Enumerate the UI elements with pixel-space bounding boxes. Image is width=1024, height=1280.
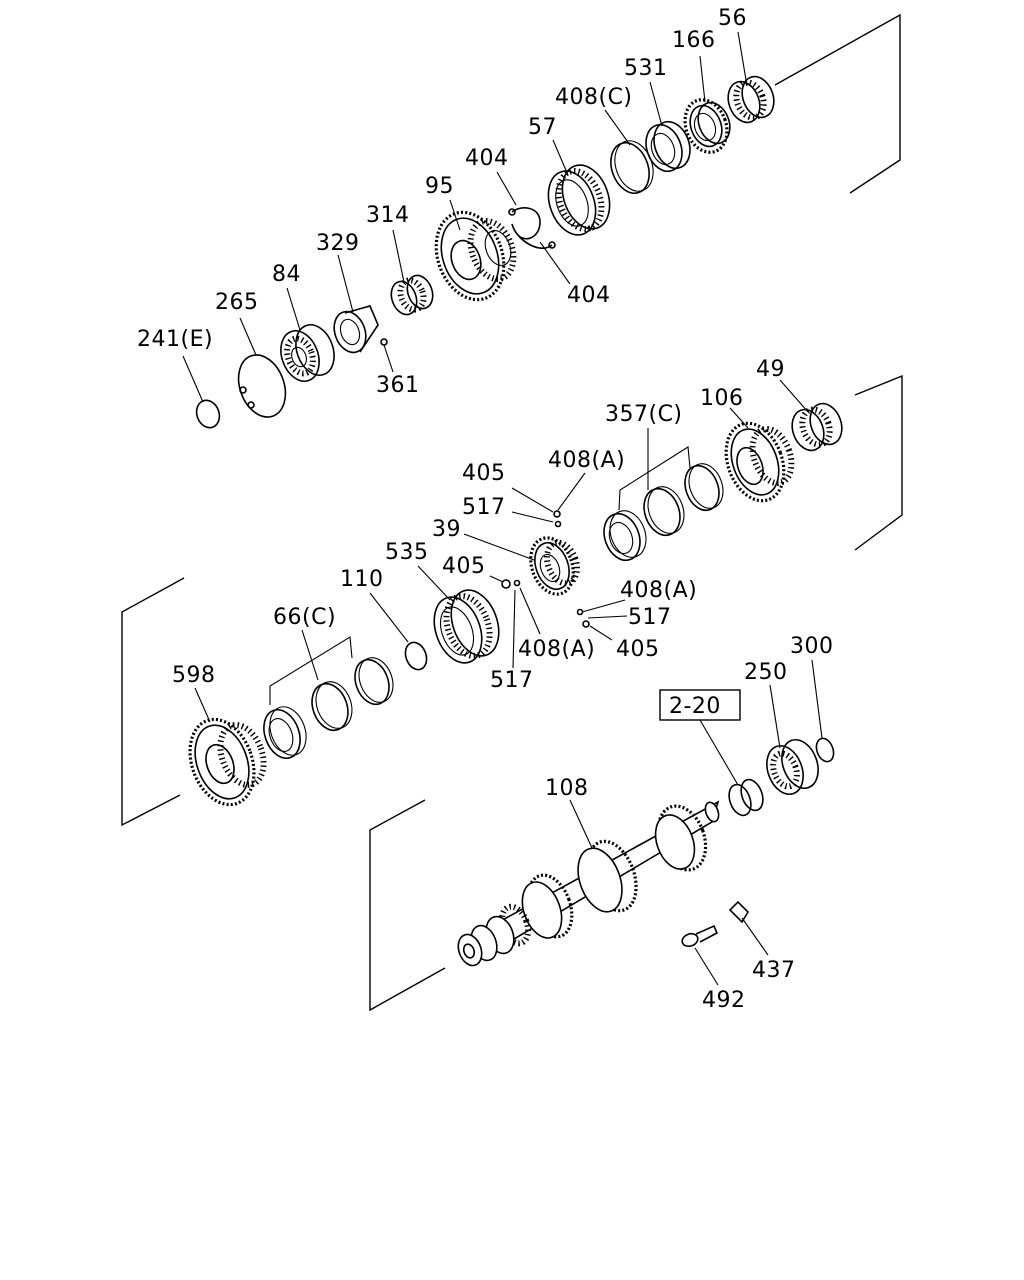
label-106: 106 [700,386,744,411]
label-265: 265 [215,290,259,315]
part-361-ball[interactable] [380,338,388,346]
group-frames [121,13,903,1012]
part-300-snap-ring[interactable] [813,736,836,764]
part-39-synchro-hub[interactable] [523,532,582,600]
part-57-synchro-sleeve[interactable] [540,158,618,241]
part-56-needle-bearing[interactable] [723,72,780,127]
label-95: 95 [425,174,454,199]
label-110: 110 [340,567,384,592]
label-361: 361 [376,373,420,398]
part-357c-synchro-rings[interactable] [598,446,729,565]
label-404-top: 404 [465,146,509,171]
label-437: 437 [752,958,796,983]
label-357c: 357(C) [605,402,683,427]
part-492-bolt[interactable] [680,924,719,948]
label-84: 84 [272,262,301,287]
label-49: 49 [756,357,785,382]
part-535-synchro-sleeve[interactable] [426,584,508,670]
part-437-lock-plate[interactable] [728,900,750,924]
label-166: 166 [672,28,716,53]
part-265-snap-ring[interactable] [230,348,293,423]
label-405-right: 405 [616,637,660,662]
label-517-right: 517 [628,605,672,630]
part-108-countershaft[interactable] [454,799,721,968]
part-labels: 56 166 531 408(C) 57 404 95 314 404 329 … [137,6,834,1013]
label-517-top: 517 [462,495,506,520]
label-408c: 408(C) [555,85,633,110]
part-408c-ring[interactable] [604,135,660,198]
part-329-collar[interactable] [329,305,379,357]
part-84-ball-bearing[interactable] [274,319,341,386]
label-329: 329 [316,231,360,256]
label-57: 57 [528,115,557,140]
label-300: 300 [790,634,834,659]
part-250-roller-bearing[interactable] [760,735,824,800]
part-95-gear[interactable] [425,203,522,309]
part-106-gear[interactable] [716,415,799,509]
label-39: 39 [432,517,461,542]
part-166-synchro-hub[interactable] [678,94,735,158]
label-598: 598 [172,663,216,688]
label-108: 108 [545,776,589,801]
reference-box [659,689,741,721]
label-517-bottom: 517 [490,668,534,693]
part-404-springs[interactable] [508,207,556,249]
label-408a-right: 408(A) [620,578,697,603]
label-241e: 241(E) [137,327,213,352]
label-405-mid: 405 [442,554,486,579]
part-2-20-race[interactable] [725,777,767,819]
label-314: 314 [366,203,410,228]
label-56: 56 [718,6,747,31]
part-66c-synchro-rings[interactable] [257,636,398,763]
part-314-needle-bearing[interactable] [387,272,437,318]
part-598-gear[interactable] [179,710,272,813]
label-535: 535 [385,540,429,565]
label-66c: 66(C) [273,605,336,630]
label-531: 531 [624,56,668,81]
leader-lines [182,31,823,986]
part-405-517-keys[interactable] [501,510,590,628]
label-250: 250 [744,660,788,685]
label-408a-top: 408(A) [548,448,625,473]
label-2-20: 2-20 [669,694,721,719]
part-241e-snap-ring[interactable] [193,397,223,431]
part-49-needle-bearing[interactable] [787,399,848,455]
label-404-bottom: 404 [567,283,611,308]
label-405-top: 405 [462,461,506,486]
part-110-snap-ring[interactable] [402,639,430,672]
label-492: 492 [702,988,746,1013]
label-408a-bottom: 408(A) [518,637,595,662]
